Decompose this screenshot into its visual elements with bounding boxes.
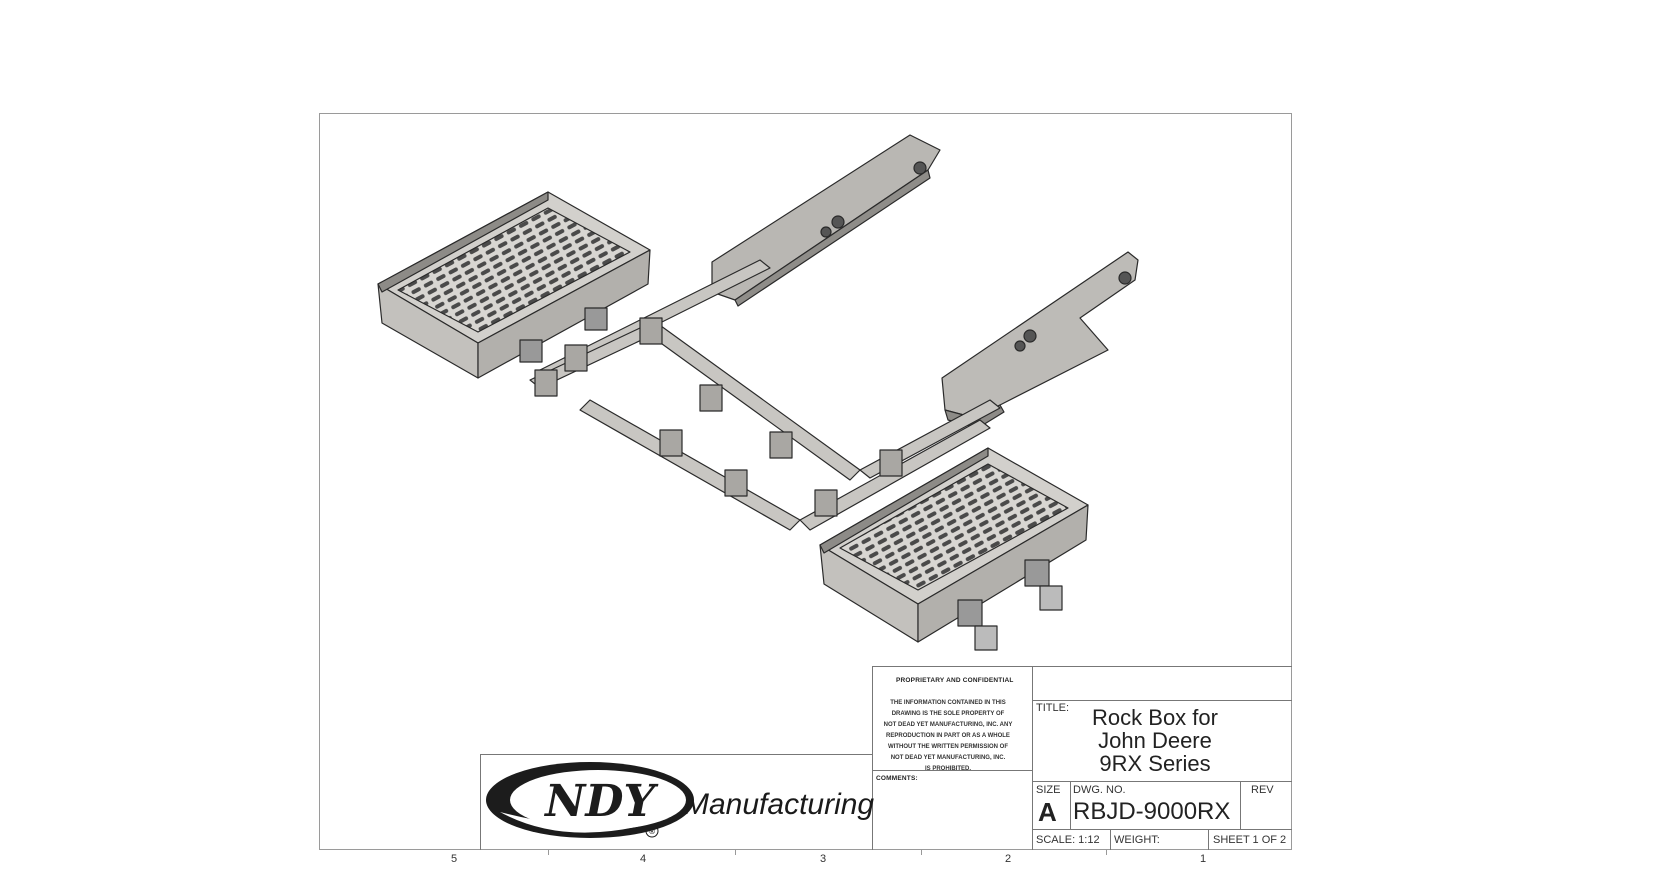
zone-tick xyxy=(1106,849,1107,855)
size-label: SIZE xyxy=(1036,784,1061,796)
confidential-line: IS PROHIBITED. xyxy=(924,766,971,772)
size-value: A xyxy=(1038,797,1057,827)
right-rock-box xyxy=(819,447,1089,651)
sheet-label: SHEET 1 OF 2 xyxy=(1213,834,1287,846)
logo-box-border xyxy=(480,754,872,755)
confidential-notice: THE INFORMATION CONTAINED IN THIS DRAWIN… xyxy=(874,698,1022,775)
zone-label: 2 xyxy=(1005,853,1012,865)
titleblock-divider xyxy=(1032,829,1292,830)
confidential-line: NOT DEAD YET MANUFACTURING, INC. xyxy=(890,755,1006,761)
dwg-number-label: DWG. NO. xyxy=(1073,784,1126,796)
left-rock-box xyxy=(377,191,651,379)
titleblock-divider xyxy=(1032,666,1033,850)
zone-label: 1 xyxy=(1200,853,1207,865)
logo-box-border xyxy=(480,754,481,850)
confidential-line: DRAWING IS THE SOLE PROPERTY OF xyxy=(891,711,1005,717)
weight-label: WEIGHT: xyxy=(1114,834,1160,846)
rev-label: REV xyxy=(1251,784,1274,796)
titleblock-divider xyxy=(1208,829,1209,850)
confidential-heading: PROPRIETARY AND CONFIDENTIAL xyxy=(896,677,1014,684)
zone-tick xyxy=(735,849,736,855)
drawing-title: Rock Box for John Deere 9RX Series xyxy=(1060,706,1250,775)
titleblock-divider xyxy=(1032,700,1292,701)
title-line: Rock Box for xyxy=(1092,705,1218,730)
upper-right-mount-arm xyxy=(711,134,941,307)
confidential-line: REPRODUCTION IN PART OR AS A WHOLE xyxy=(886,733,1010,739)
titleblock-divider xyxy=(1070,781,1071,829)
confidential-line: THE INFORMATION CONTAINED IN THIS xyxy=(890,700,1006,706)
titleblock-divider xyxy=(1032,781,1292,782)
titleblock-divider xyxy=(872,666,873,850)
titleblock-divider xyxy=(872,666,1292,667)
zone-label: 5 xyxy=(451,853,458,865)
lower-right-mount-arm xyxy=(941,251,1139,429)
drawing-sheet-border xyxy=(319,113,1292,850)
title-label: TITLE: xyxy=(1036,702,1070,714)
manufacturing-logo-text: Manufacturing xyxy=(684,788,875,821)
ndy-logo-text: NDY xyxy=(543,776,658,827)
tube-frame xyxy=(529,259,1001,531)
dwg-number-value: RBJD-9000RX xyxy=(1073,798,1231,825)
ndy-logo-icon: NDY ® xyxy=(486,762,694,838)
title-line: 9RX Series xyxy=(1099,751,1211,776)
titleblock-divider xyxy=(872,770,1032,771)
title-line: John Deere xyxy=(1098,728,1212,753)
zone-tick xyxy=(921,849,922,855)
confidential-line: WITHOUT THE WRITTEN PERMISSION OF xyxy=(888,744,1008,750)
zone-label: 4 xyxy=(640,853,647,865)
titleblock-divider xyxy=(1110,829,1111,850)
confidential-line: NOT DEAD YET MANUFACTURING, INC. ANY xyxy=(883,722,1013,728)
registered-mark: ® xyxy=(648,827,656,836)
scale-label: SCALE: 1:12 xyxy=(1036,834,1100,846)
comments-label: COMMENTS: xyxy=(876,775,918,782)
titleblock-divider xyxy=(1240,781,1241,829)
zone-tick xyxy=(548,849,549,855)
zone-label: 3 xyxy=(820,853,827,865)
